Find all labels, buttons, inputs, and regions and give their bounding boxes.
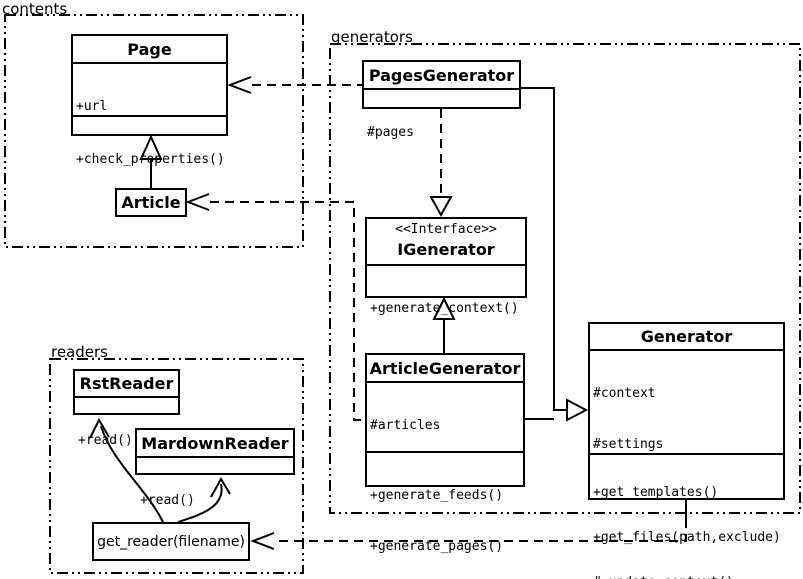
inheritance-triangle-icon — [432, 296, 456, 320]
class-method: +generate_feeds() — [370, 488, 504, 503]
class-attribute: #articles — [370, 418, 441, 433]
realization-triangle-icon — [429, 196, 453, 218]
open-arrowhead-icon — [250, 532, 275, 550]
class-method: +read() — [140, 493, 195, 508]
class-methods: +check_properties() — [73, 117, 226, 202]
class-method: +check_properties() — [76, 152, 225, 167]
inheritance-triangle-icon — [566, 398, 589, 422]
class-methods: +get_templates() +get_files(path,exclude… — [590, 455, 783, 579]
class-title: PagesGenerator — [364, 62, 519, 90]
class-methods: +read() — [137, 458, 293, 543]
class-method: +generate_pages() — [370, 539, 504, 554]
class-attribute: #settings — [593, 437, 664, 452]
class-attributes: #pages — [364, 90, 519, 175]
open-arrowhead-icon — [89, 417, 110, 439]
class-stereotype: <<Interface>> — [395, 222, 497, 237]
class-attribute: #context — [593, 386, 656, 401]
class-title: IGenerator — [397, 240, 495, 259]
contents-package-border — [4, 14, 304, 248]
class-method: #_update_context() — [593, 575, 780, 579]
class-title: RstReader — [75, 371, 178, 398]
pagesgenerator-generator-line — [521, 87, 567, 411]
function-label: get_reader(filename) — [97, 533, 245, 550]
articlegenerator-article-dependency-line — [210, 201, 365, 421]
class-title: MardownReader — [137, 430, 293, 458]
class-box-markdownreader: MardownReader +read() — [135, 428, 295, 508]
class-box-articlegenerator: ArticleGenerator #articles #dates #tags … — [365, 353, 525, 554]
class-attributes: #articles #dates #tags #categories — [367, 383, 523, 453]
class-box-generator: Generator #context #settings #path #them… — [588, 322, 785, 579]
class-title: Page — [73, 36, 226, 64]
function-box-get-reader: get_reader(filename) — [92, 522, 250, 561]
class-title: Generator — [590, 324, 783, 351]
class-title-block: <<Interface>> IGenerator — [367, 219, 525, 266]
generators-package-border — [329, 43, 801, 514]
package-label-readers: readers — [51, 343, 108, 361]
inheritance-triangle-icon — [139, 134, 163, 160]
class-box-rstreader: RstReader +read() — [73, 369, 180, 448]
open-arrowhead-icon — [185, 193, 210, 211]
class-attribute: #pages — [367, 125, 414, 140]
class-methods: +read() — [75, 398, 178, 483]
class-box-article: Article — [115, 188, 187, 217]
generator-getreader-dependency-line — [275, 519, 687, 542]
class-methods: +generate_feeds() +generate_pages() — [367, 453, 523, 579]
readers-package-border — [49, 358, 304, 574]
class-attribute: +url — [76, 99, 108, 114]
package-label-generators: generators — [331, 28, 413, 46]
getreader-rstreader-curve — [100, 425, 164, 523]
class-title: ArticleGenerator — [367, 355, 523, 383]
class-method: +read() — [78, 433, 133, 448]
class-attributes: +url +slug +summary — [73, 64, 226, 117]
class-box-page: Page +url +slug +summary +check_properti… — [71, 34, 228, 167]
class-method: +generate_context() — [370, 301, 519, 316]
getreader-markdownreader-curve — [177, 483, 223, 523]
class-box-pagesgenerator: PagesGenerator #pages — [362, 60, 521, 140]
class-box-igenerator: <<Interface>> IGenerator +generate_conte… — [365, 217, 527, 367]
class-method: +get_files(path,exclude) — [593, 530, 781, 545]
class-attributes: #context #settings #path #theme #output_… — [590, 351, 783, 455]
package-label-contents: contents — [2, 0, 68, 18]
class-title: Article — [121, 193, 181, 212]
open-arrowhead-icon — [210, 477, 231, 498]
class-method: +get_templates() — [593, 485, 719, 500]
open-arrowhead-icon — [227, 76, 252, 94]
